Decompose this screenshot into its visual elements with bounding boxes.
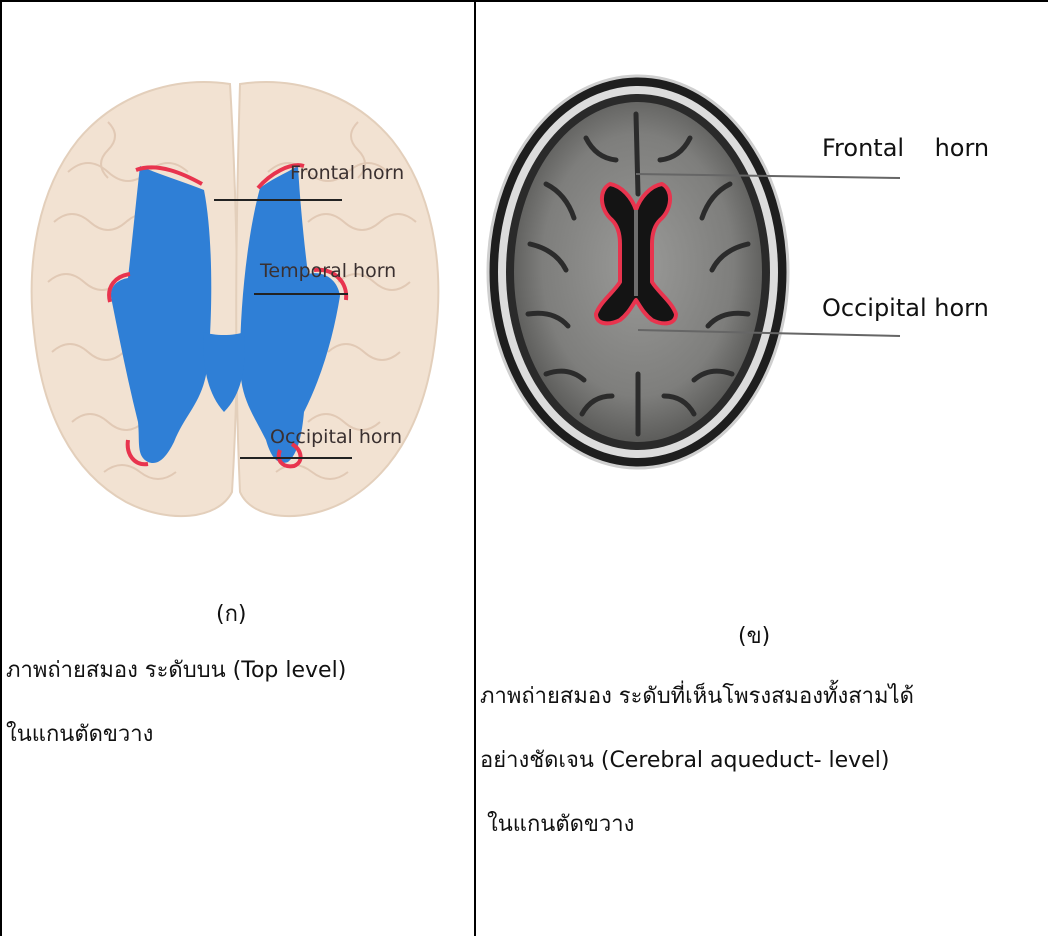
caption-letter-left: (ก) (216, 596, 247, 631)
brain-top-view-drawing (8, 62, 468, 524)
brain-top-view-figure: Frontal horn Temporal horn Occipital hor… (8, 62, 468, 524)
label-frontal-horn-right: Frontal horn (822, 134, 989, 162)
label-frontal-horn-left: Frontal horn (290, 162, 404, 184)
label-temporal-horn-left: Temporal horn (260, 260, 396, 282)
caption-line-right-2: อย่างชัดเจน (Cerebral aqueduct- level) (480, 742, 889, 777)
label-occipital-horn-left: Occipital horn (270, 426, 402, 448)
table-cell-left: Frontal horn Temporal horn Occipital hor… (0, 0, 474, 936)
caption-letter-right: (ข) (738, 618, 770, 653)
caption-line-left-2: ในแกนตัดขวาง (6, 716, 153, 751)
table-cell-right: Frontal horn Occipital horn (ข) ภาพถ่ายส… (476, 0, 1048, 936)
mri-axial-figure: Frontal horn Occipital horn (486, 74, 1048, 494)
caption-line-right-3: ในแกนตัดขวาง (480, 806, 634, 841)
caption-line-right-1: ภาพถ่ายสมอง ระดับที่เห็นโพรงสมองทั้งสามไ… (480, 678, 914, 713)
caption-line-left-1: ภาพถ่ายสมอง ระดับบน (Top level) (6, 652, 346, 687)
septum (634, 210, 638, 296)
label-occipital-horn-right: Occipital horn (822, 294, 989, 322)
